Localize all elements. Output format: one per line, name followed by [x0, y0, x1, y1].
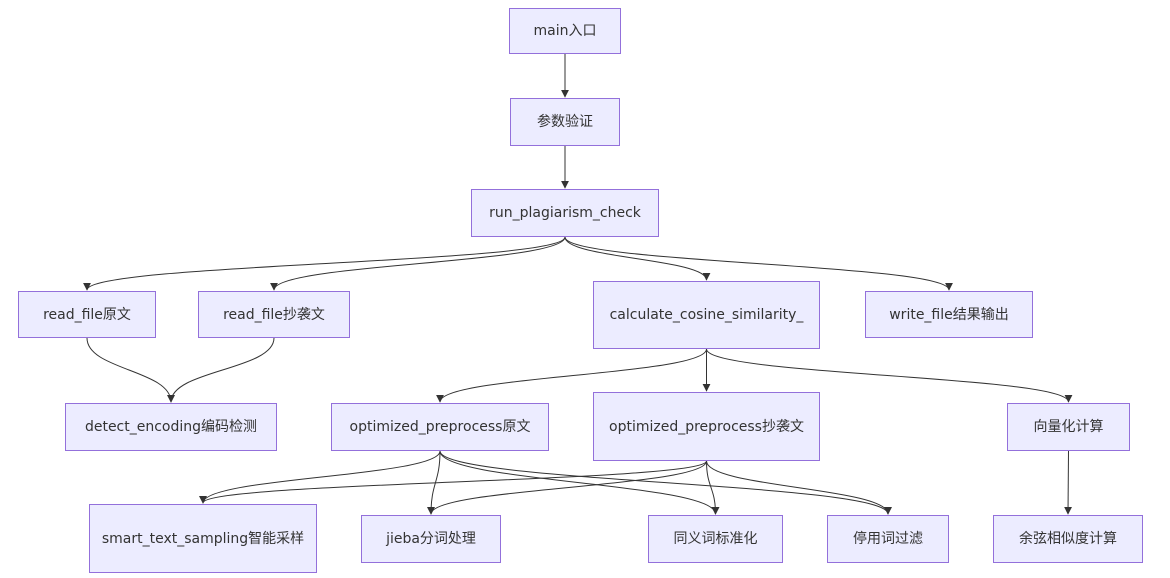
node-write-file-output: write_file结果输出 [865, 291, 1033, 338]
node-read-file-plagiarized: read_file抄袭文 [198, 291, 350, 338]
node-smart-text-sampling: smart_text_sampling智能采样 [89, 504, 317, 573]
edge-run-to-write [564, 236, 953, 291]
node-detect-encoding: detect_encoding编码检测 [65, 403, 277, 451]
node-read-file-original: read_file原文 [18, 291, 156, 338]
node-synonym-normalization: 同义词标准化 [648, 515, 783, 563]
edge-opt_plag-to-stopword [706, 460, 892, 515]
node-run-plagiarism-check: run_plagiarism_check [471, 189, 659, 237]
edge-calc-to-opt_orig [436, 348, 707, 403]
edge-opt_orig-to-stopword [439, 450, 892, 515]
edge-vectorize-to-cosine [1064, 450, 1073, 515]
edge-run-to-calc [564, 236, 711, 281]
edge-opt_plag-to-sampling [199, 460, 707, 504]
node-stopword-filter: 停用词过滤 [827, 515, 949, 563]
edge-opt_plag-to-jieba [427, 460, 707, 515]
edge-opt_orig-to-sampling [199, 450, 441, 504]
node-calculate-cosine-similarity: calculate_cosine_similarity_ [593, 281, 820, 349]
node-main-entry: main入口 [509, 8, 621, 54]
edge-opt_orig-to-synonym [439, 450, 720, 515]
edge-opt_plag-to-synonym [706, 460, 720, 515]
node-jieba-segmentation: jieba分词处理 [361, 515, 501, 563]
node-vectorization: 向量化计算 [1007, 403, 1130, 451]
node-optimized-preprocess-plagiarized: optimized_preprocess抄袭文 [593, 392, 820, 461]
node-param-validation: 参数验证 [510, 98, 620, 146]
node-optimized-preprocess-original: optimized_preprocess原文 [331, 403, 549, 451]
edge-run-to-read_orig [83, 236, 566, 291]
edge-run-to-read_plag [270, 236, 566, 291]
edge-calc-to-vectorize [706, 348, 1073, 403]
edge-read_plag-to-detect [167, 337, 275, 403]
edge-read_orig-to-detect [86, 337, 175, 403]
node-cosine-similarity: 余弦相似度计算 [993, 515, 1143, 563]
